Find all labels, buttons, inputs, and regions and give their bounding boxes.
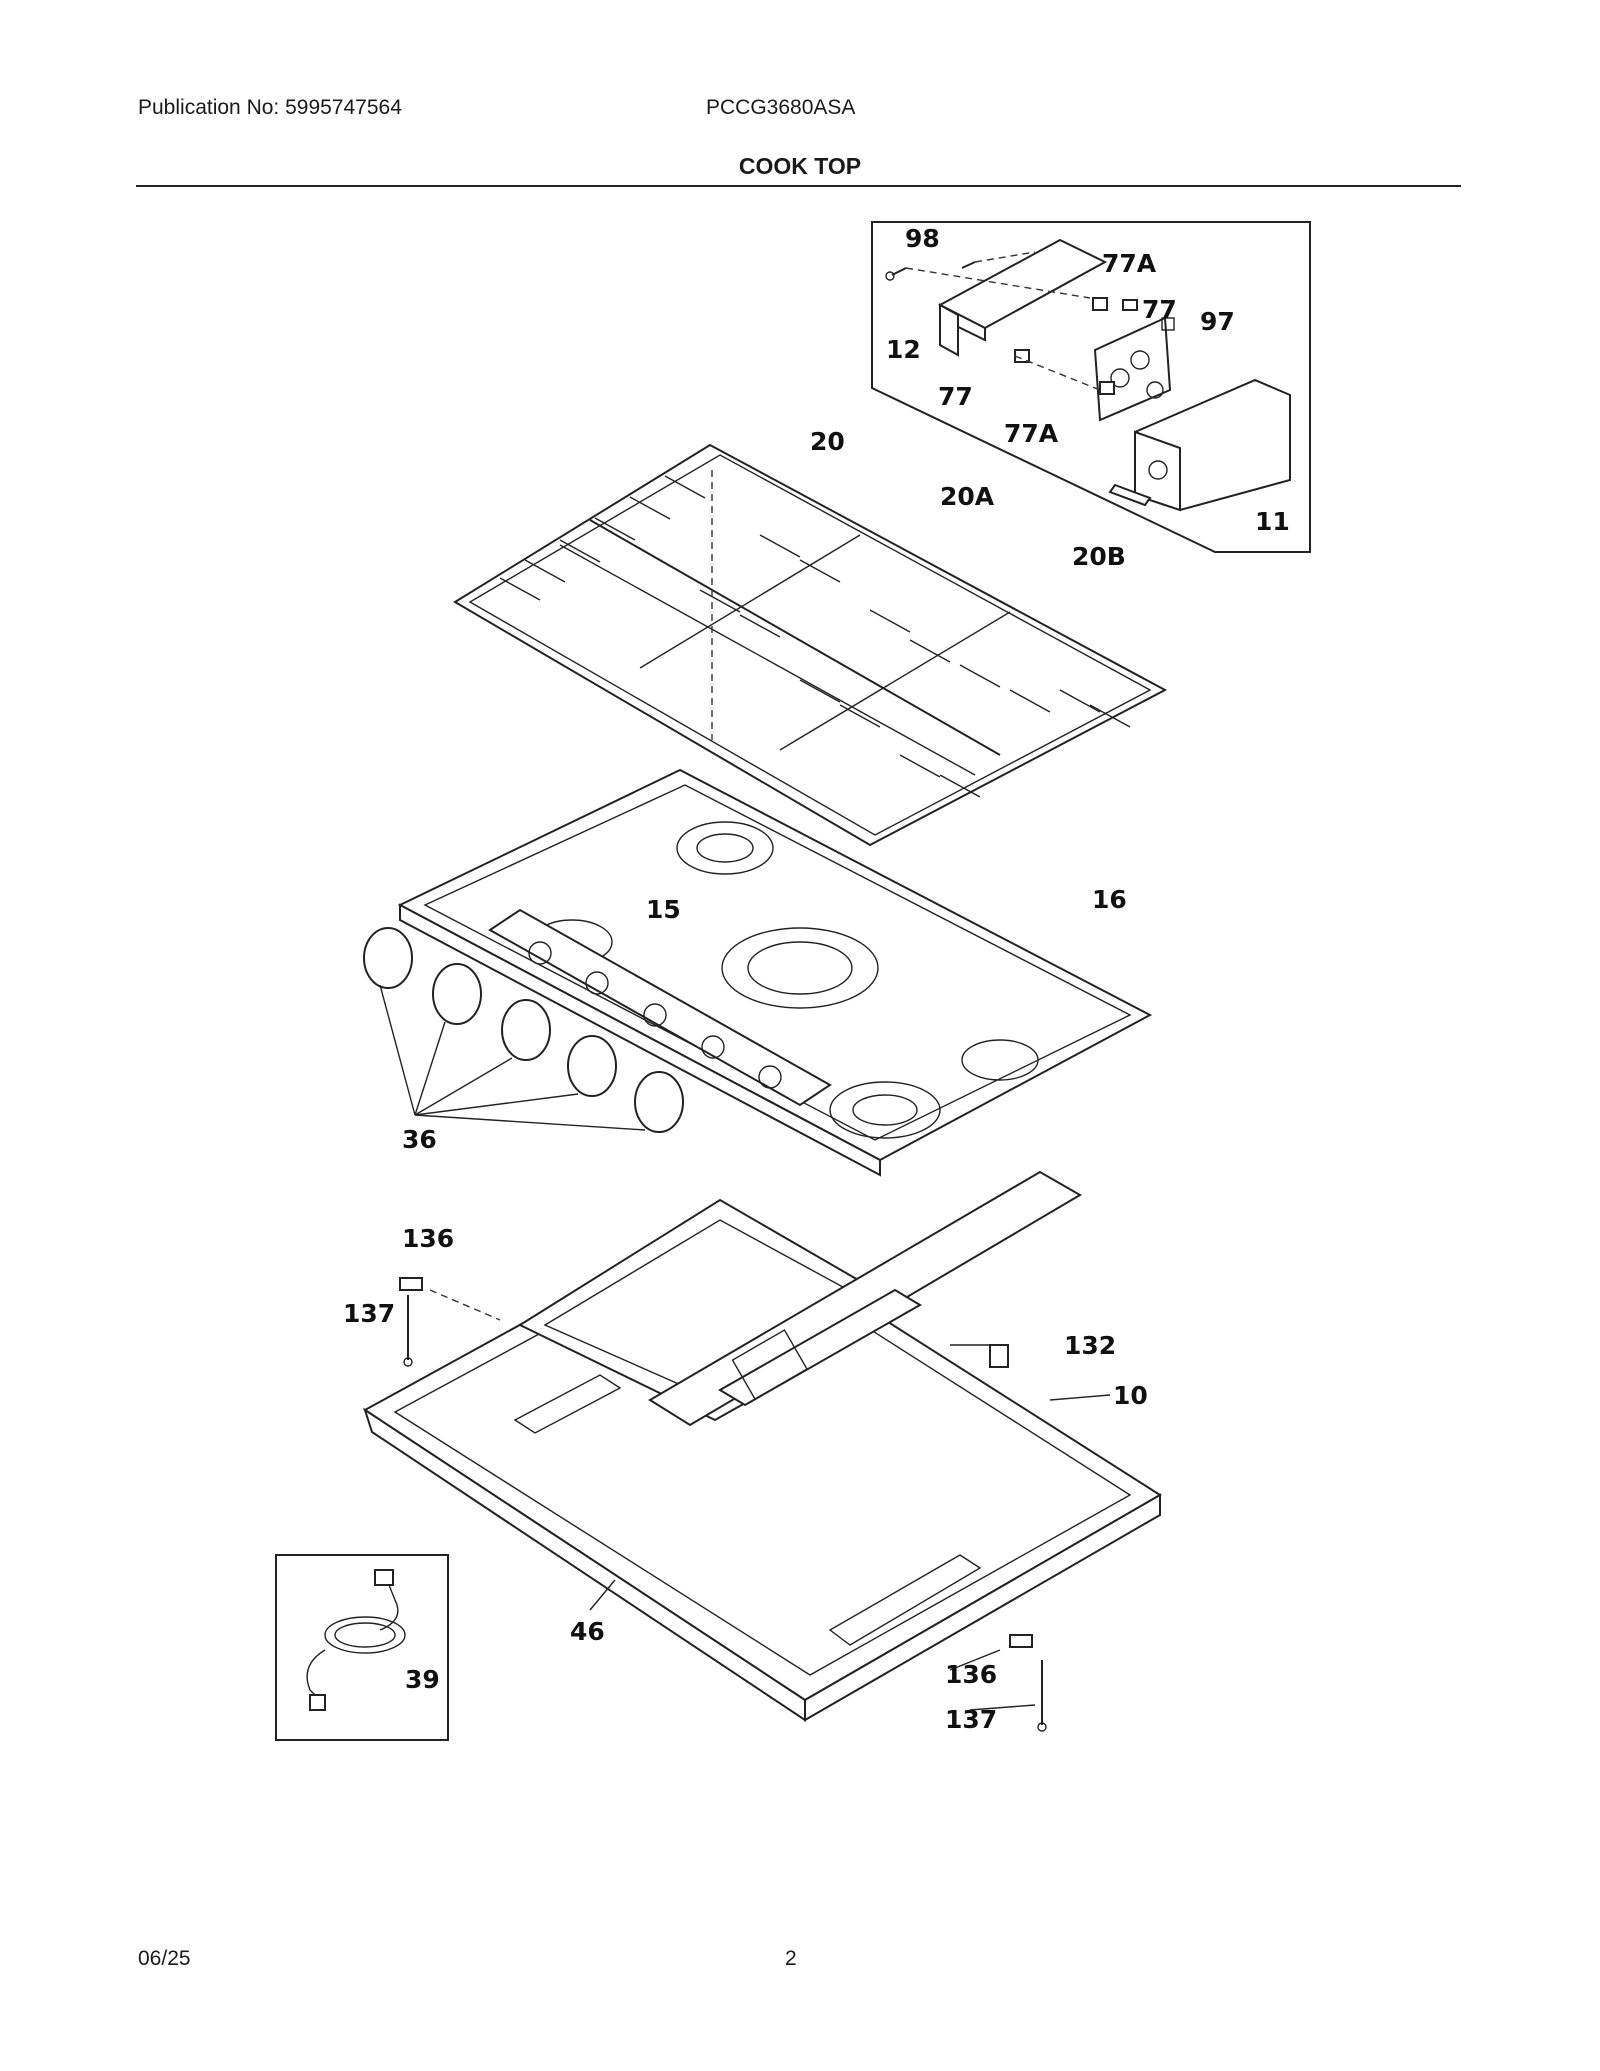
publication-number: Publication No: 5995747564	[138, 96, 402, 119]
callout-36: 36	[402, 1125, 437, 1154]
callout-15: 15	[646, 895, 681, 924]
burner-box	[275, 1170, 1162, 1741]
callout-20: 20	[810, 427, 845, 456]
callout-77a-bottom: 77A	[1004, 419, 1059, 448]
callout-137-bottom: 137	[945, 1705, 997, 1734]
callout-39: 39	[405, 1665, 440, 1694]
callout-97: 97	[1200, 307, 1235, 336]
callout-12: 12	[886, 335, 921, 364]
callout-137-top: 137	[343, 1299, 395, 1328]
callout-20b: 20B	[1072, 542, 1126, 571]
callout-132: 132	[1064, 1331, 1116, 1360]
section-title: COOK TOP	[738, 153, 862, 179]
callout-136-top: 136	[402, 1224, 454, 1253]
footer-page-number: 2	[785, 1947, 797, 1970]
cooktop-surface	[363, 768, 1153, 1177]
burner-grates	[453, 443, 1168, 847]
callout-20a: 20A	[940, 482, 995, 511]
callout-98: 98	[905, 224, 940, 253]
callout-11: 11	[1255, 507, 1290, 536]
header-rule	[136, 185, 1461, 187]
callout-77-bottom: 77	[938, 382, 973, 411]
callout-77-top: 77	[1142, 295, 1177, 324]
footer-date: 06/25	[138, 1947, 191, 1970]
callout-136-bottom: 136	[945, 1660, 997, 1689]
callout-16: 16	[1092, 885, 1127, 914]
callout-77a-top: 77A	[1102, 249, 1157, 278]
callout-46: 46	[570, 1617, 605, 1646]
callout-labels: 98 77A 77 97 12 77 77A 11 20 20A 20B 15 …	[343, 224, 1290, 1734]
module-inset	[871, 221, 1311, 553]
callout-10: 10	[1113, 1381, 1148, 1410]
model-number: PCCG3680ASA	[706, 96, 856, 119]
